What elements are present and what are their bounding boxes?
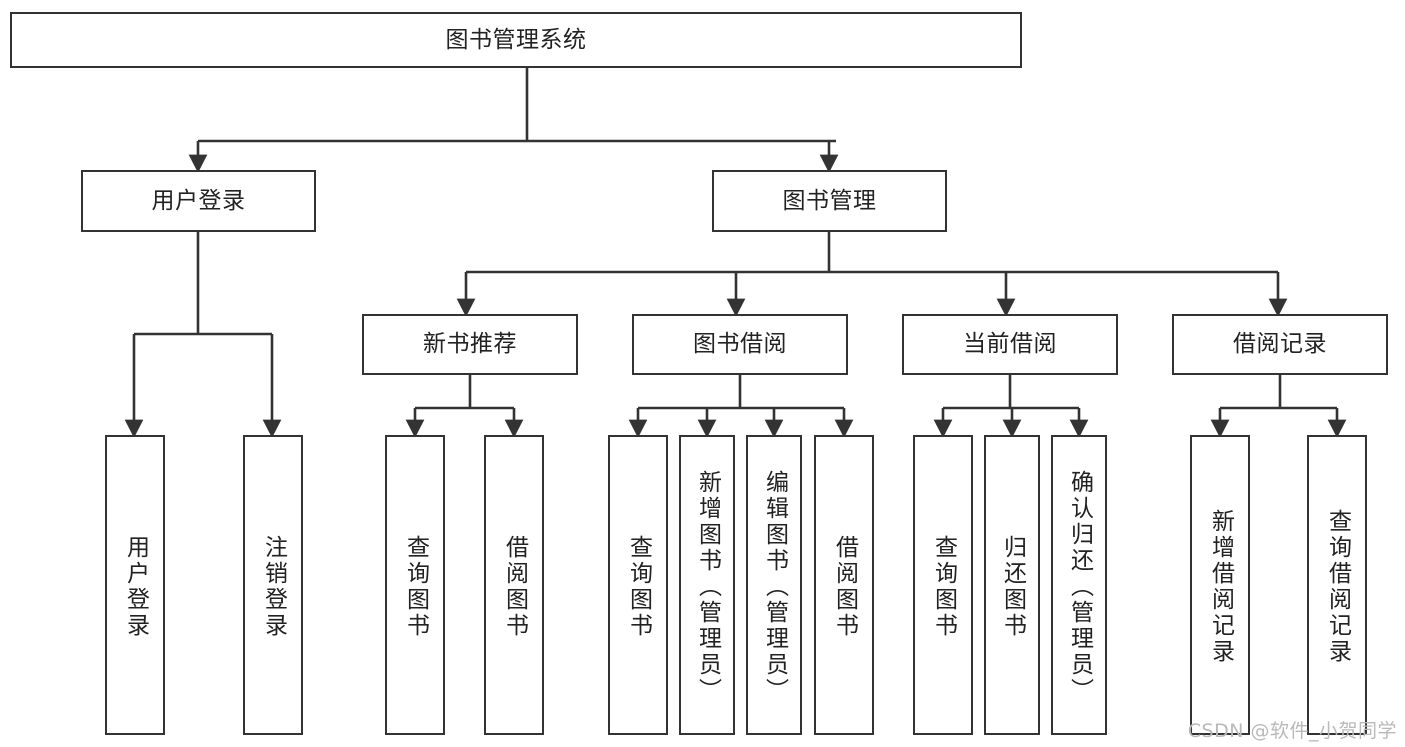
- leaf-confirm-return-admin[interactable]: 确认归还（管理员）: [1051, 435, 1107, 735]
- leaf-edit-book-admin-label: 编辑图书（管理员）: [761, 470, 788, 704]
- leaf-query-book-current-label: 查询图书: [930, 535, 957, 639]
- node-current-borrow-label: 当前借阅: [963, 331, 1057, 358]
- node-borrow-record-label: 借阅记录: [1233, 331, 1327, 358]
- node-current-borrow[interactable]: 当前借阅: [902, 314, 1118, 375]
- leaf-return-book-label: 归还图书: [999, 535, 1026, 639]
- leaf-query-book-borrow[interactable]: 查询图书: [608, 435, 668, 735]
- node-book-management-label: 图书管理: [782, 187, 877, 214]
- leaf-query-book-recommend-label: 查询图书: [402, 535, 429, 639]
- leaf-borrow-book-recommend[interactable]: 借阅图书: [484, 435, 544, 735]
- node-new-book-recommend-label: 新书推荐: [423, 331, 517, 358]
- leaf-query-borrow-record-label: 查询借阅记录: [1324, 509, 1351, 665]
- leaf-add-book-admin-label: 新增图书（管理员）: [694, 470, 721, 704]
- leaf-edit-book-admin[interactable]: 编辑图书（管理员）: [746, 435, 802, 735]
- watermark-text: CSDN @软件_小贺同学: [1187, 720, 1397, 742]
- node-new-book-recommend[interactable]: 新书推荐: [362, 314, 578, 375]
- leaf-add-borrow-record[interactable]: 新增借阅记录: [1190, 435, 1250, 735]
- leaf-logout-label: 注销登录: [260, 535, 287, 639]
- leaf-user-login-label: 用户登录: [122, 535, 149, 639]
- leaf-logout[interactable]: 注销登录: [243, 435, 303, 735]
- node-book-management[interactable]: 图书管理: [712, 170, 947, 232]
- leaf-query-book-recommend[interactable]: 查询图书: [385, 435, 445, 735]
- leaf-borrow-book[interactable]: 借阅图书: [814, 435, 874, 735]
- node-book-borrow[interactable]: 图书借阅: [632, 314, 848, 375]
- node-root-label: 图书管理系统: [445, 26, 587, 53]
- leaf-add-borrow-record-label: 新增借阅记录: [1207, 509, 1234, 665]
- node-user-login-label: 用户登录: [151, 187, 246, 214]
- node-borrow-record[interactable]: 借阅记录: [1172, 314, 1388, 375]
- leaf-query-borrow-record[interactable]: 查询借阅记录: [1307, 435, 1367, 735]
- leaf-return-book[interactable]: 归还图书: [984, 435, 1040, 735]
- leaf-borrow-book-label: 借阅图书: [831, 535, 858, 639]
- leaf-add-book-admin[interactable]: 新增图书（管理员）: [679, 435, 735, 735]
- leaf-confirm-return-admin-label: 确认归还（管理员）: [1066, 470, 1093, 704]
- leaf-borrow-book-recommend-label: 借阅图书: [501, 535, 528, 639]
- node-book-borrow-label: 图书借阅: [693, 331, 787, 358]
- leaf-query-book-current[interactable]: 查询图书: [913, 435, 973, 735]
- node-root[interactable]: 图书管理系统: [10, 12, 1022, 68]
- node-user-login[interactable]: 用户登录: [81, 170, 316, 232]
- leaf-user-login[interactable]: 用户登录: [105, 435, 165, 735]
- leaf-query-book-borrow-label: 查询图书: [625, 535, 652, 639]
